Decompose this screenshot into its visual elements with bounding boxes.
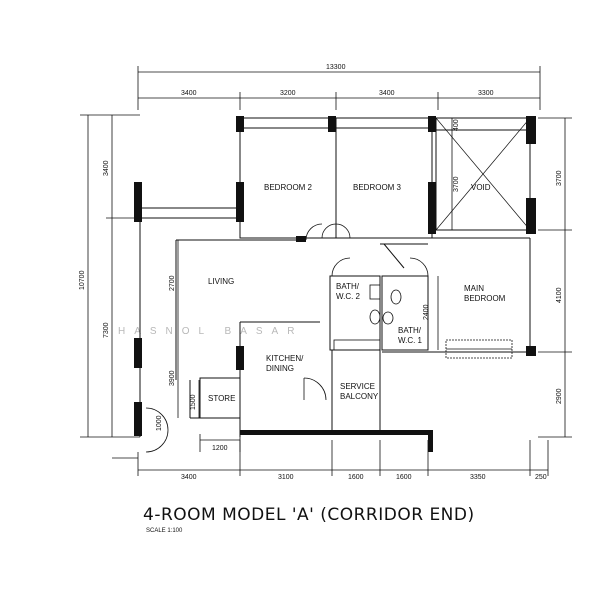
dim-living: 2700 — [169, 275, 176, 291]
plan-scale: SCALE 1:100 — [146, 528, 183, 534]
room-main-bedroom-line2: BEDROOM — [464, 294, 506, 303]
dim-right-3: 2900 — [556, 388, 563, 404]
room-living: LIVING — [208, 277, 234, 286]
room-labels: BEDROOM 2 BEDROOM 3 VOID LIVING BATH/ W.… — [208, 183, 506, 403]
room-bedroom-3: BEDROOM 3 — [353, 183, 402, 192]
dim-store: 1500 — [190, 394, 197, 410]
walls-thin — [139, 117, 531, 437]
dim-bottom-1: 3400 — [181, 474, 197, 481]
dim-void: 3700 — [453, 176, 460, 192]
dim-bottom-2: 3100 — [278, 474, 294, 481]
room-bath-2-line2: W.C. 2 — [336, 292, 361, 301]
room-void: VOID — [471, 183, 491, 192]
dim-bottom-5: 3350 — [470, 474, 486, 481]
room-service-line2: BALCONY — [340, 392, 379, 401]
dim-store-width: 1200 — [212, 445, 228, 452]
watermark: HASNOL BASAR — [118, 326, 303, 337]
dim-bath: 2400 — [423, 304, 430, 320]
fixtures — [333, 284, 513, 359]
room-kitchen-line2: DINING — [266, 364, 294, 373]
room-bath-2-line1: BATH/ — [336, 282, 360, 291]
room-kitchen-line1: KITCHEN/ — [266, 354, 304, 363]
walls-thick — [134, 116, 536, 452]
dim-bottom-4: 1600 — [396, 474, 412, 481]
dim-left-2: 7300 — [103, 322, 110, 338]
dim-bottom-3: 1600 — [348, 474, 364, 481]
dim-top-2: 3200 — [280, 90, 296, 97]
dim-void-top: 400 — [453, 119, 460, 131]
dim-door: 1000 — [156, 415, 163, 431]
dim-right-1: 3700 — [556, 170, 563, 186]
dimension-labels: 13300 3400 3200 3400 3300 3400 3100 1600… — [79, 64, 563, 481]
dim-top-1: 3400 — [181, 90, 197, 97]
dim-overall: 13300 — [326, 64, 346, 71]
dim-left-total: 10700 — [79, 270, 86, 290]
room-bath-1-line2: W.C. 1 — [398, 336, 423, 345]
doors — [145, 223, 429, 453]
room-store: STORE — [208, 394, 235, 403]
dim-left-1: 3400 — [103, 160, 110, 176]
room-bedroom-2: BEDROOM 2 — [264, 183, 313, 192]
dim-bottom-6: 250 — [535, 474, 547, 481]
room-main-bedroom-line1: MAIN — [464, 284, 484, 293]
dim-top-3: 3400 — [379, 90, 395, 97]
dim-kitchen: 3900 — [169, 370, 176, 386]
plan-title: 4-ROOM MODEL 'A' (CORRIDOR END) — [143, 505, 475, 525]
room-bath-1-line1: BATH/ — [398, 326, 422, 335]
dim-top-4: 3300 — [478, 90, 494, 97]
room-service-line1: SERVICE — [340, 382, 375, 391]
dim-right-2: 4100 — [556, 287, 563, 303]
